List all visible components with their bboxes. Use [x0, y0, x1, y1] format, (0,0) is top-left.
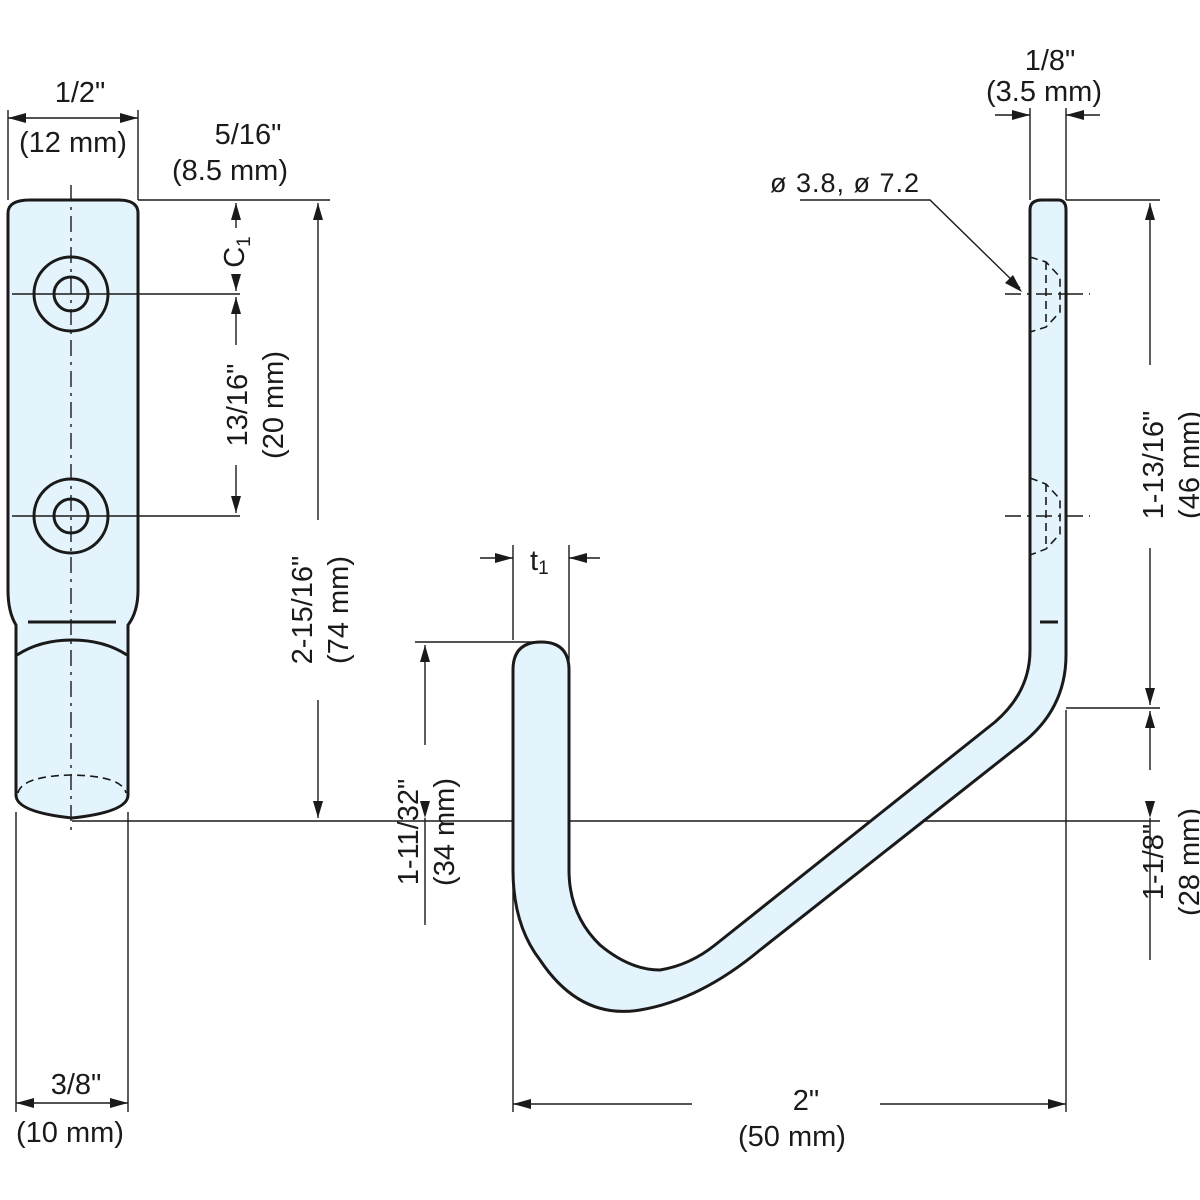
dim-hole-spacing-mm: (20 mm): [258, 351, 290, 459]
dim-thickness-inch: 1/8": [1025, 45, 1076, 77]
front-rod-end-hidden: [17, 774, 127, 794]
dim-total-height-inch: 2-15/16": [287, 556, 319, 665]
dim-total-depth-inch: 2": [793, 1085, 819, 1117]
dim-rod-diameter: 3/8" (10 mm): [15, 812, 129, 1149]
dim-rod-diameter-mm: (10 mm): [16, 1117, 124, 1149]
dim-thickness: 1/8" (3.5 mm): [986, 45, 1102, 200]
front-view: [6, 185, 240, 830]
dim-total-depth-mm: (50 mm): [738, 1121, 846, 1153]
dim-c1: C1: [219, 203, 255, 291]
dim-hole-offset: 5/16" (8.5 mm): [172, 119, 288, 187]
dim-total-depth: 2" (50 mm): [512, 710, 1067, 1153]
dim-holes-callout: ø 3.8, ø 7.2: [770, 168, 1022, 292]
dim-lower-height-inch: 1-1/8": [1138, 824, 1170, 900]
dim-hole-spacing-inch: 13/16": [222, 364, 254, 447]
dim-hole-spacing: 13/16" (20 mm): [222, 297, 290, 513]
dim-hook-height-inch: 1-11/32": [393, 779, 425, 886]
dim-total-height-mm: (74 mm): [323, 556, 355, 664]
dim-hole-offset-inch: 5/16": [215, 119, 282, 151]
dim-hook-height-mm: (34 mm): [429, 778, 461, 886]
dim-hole-offset-mm: (8.5 mm): [172, 155, 288, 187]
side-view: [511, 198, 1090, 1013]
dim-lower-height: 1-1/8" (28 mm): [1138, 711, 1200, 960]
dim-c1-label: C1: [219, 236, 255, 268]
dim-mount-length-mm: (46 mm): [1174, 411, 1200, 519]
front-rod-top-edge: [16, 638, 128, 657]
dim-lower-height-mm: (28 mm): [1174, 808, 1200, 916]
dim-mount-length: 1-13/16" (46 mm): [1066, 199, 1200, 709]
dim-front-width-mm: (12 mm): [19, 127, 127, 159]
dim-holes-label: ø 3.8, ø 7.2: [770, 168, 920, 198]
dim-t1-label: t1: [530, 545, 549, 579]
dim-front-width: 1/2" (12 mm): [7, 77, 139, 200]
dim-mount-length-inch: 1-13/16": [1138, 411, 1170, 520]
dim-total-height: 2-15/16" (74 mm): [287, 203, 355, 818]
dim-hook-height: 1-11/32" (34 mm): [393, 641, 541, 925]
dim-t1: t1: [480, 545, 600, 660]
side-view-outline: [511, 198, 1068, 1013]
dim-rod-diameter-inch: 3/8": [51, 1069, 102, 1101]
dim-front-width-inch: 1/2": [55, 77, 106, 109]
dim-thickness-mm: (3.5 mm): [986, 76, 1102, 108]
front-view-outline: [6, 198, 140, 820]
